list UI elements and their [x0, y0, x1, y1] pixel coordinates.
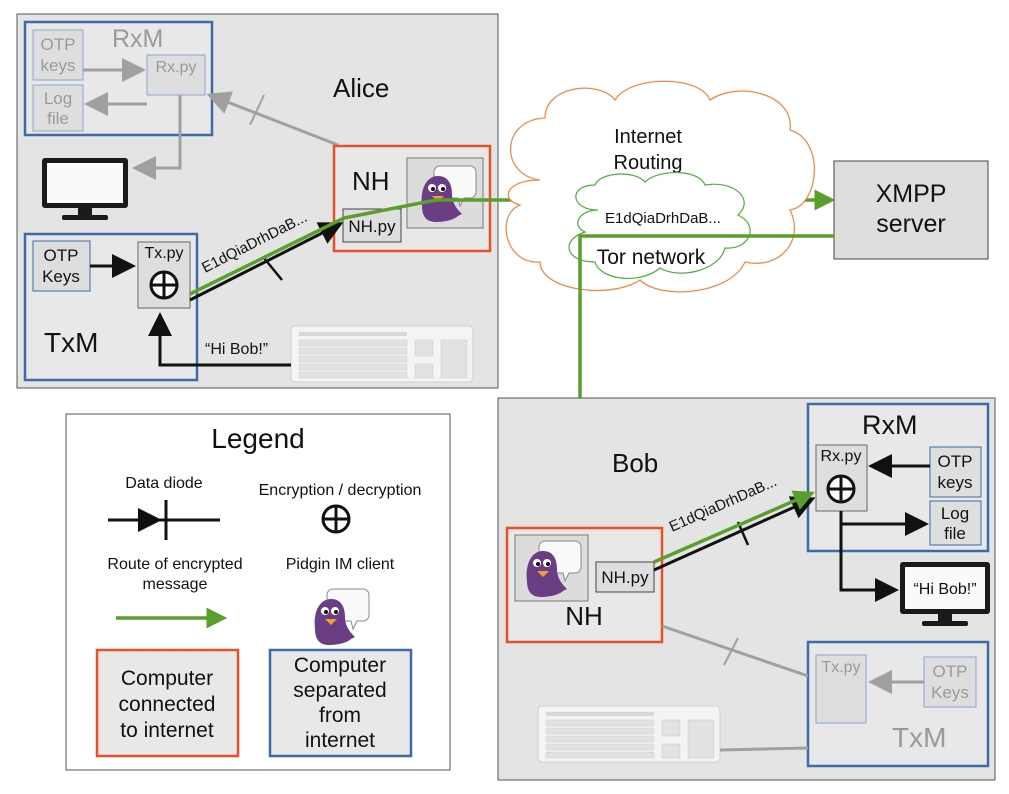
alice-rx-py [146, 54, 206, 96]
alice-nh-py-label: NH.py [348, 217, 396, 236]
bob-log-file-l2: file [944, 524, 966, 543]
legend-separated-l2: separated [293, 679, 386, 702]
alice-label: Alice [333, 73, 389, 103]
bob-log-file [929, 500, 982, 546]
bob-rx-py-label: Rx.py [821, 448, 862, 465]
alice-txm-label: TxM [44, 327, 98, 358]
alice-rxm-otp-keys-l2: keys [41, 56, 76, 75]
bob-nh-py-label: NH.py [601, 568, 649, 587]
legend-connected-l1: Computer [121, 667, 213, 690]
alice-log-file-l1: Log [44, 89, 72, 108]
bob-txm-otp-keys-l2: Keys [931, 683, 969, 702]
route-bob-nh-to-rx [653, 490, 815, 564]
xmpp-label-l2: server [876, 210, 945, 238]
legend-separated-box [268, 648, 413, 758]
bob-rx-to-monitor-arrow [839, 524, 899, 602]
bob-log-file-l1: Log [941, 504, 969, 523]
legend-connected-box [95, 648, 240, 758]
alice-rx-py-label: Rx.py [156, 59, 197, 76]
xmpp-label-l1: XMPP [876, 180, 947, 208]
bob-txm-otp-keys [923, 656, 977, 708]
alice-nh-py [342, 208, 402, 243]
legend-separated-l4: internet [305, 729, 375, 752]
network-ciphertext-label: E1dQiaDrhDaB... [605, 210, 721, 227]
alice-txm-diode-bar [263, 257, 283, 281]
alice-txm-otp-keys-l2: Keys [42, 267, 80, 286]
tor-label: Tor network [597, 246, 706, 269]
alice-keyboard-to-tx-arrow [148, 312, 291, 367]
legend-separated-l3: from [319, 704, 361, 727]
bob-rxm-label: RxM [862, 410, 918, 440]
legend-route-l1: Route of encrypted [107, 556, 242, 573]
bob-keyboard-to-tx-line [719, 746, 809, 752]
internet-label-l1: Internet [614, 126, 682, 148]
alice-rxm-diode-bar [249, 94, 265, 126]
legend-route-l2: message [143, 576, 208, 593]
legend-encryption-label: Encryption / decryption [259, 482, 422, 499]
alice-rxm-label: RxM [112, 25, 163, 53]
bob-txm-label: TxM [892, 722, 946, 753]
alice-txm-otp-keys [32, 240, 91, 292]
alice-keyboard-icon [290, 325, 474, 383]
bob-txm-diode-bar [723, 637, 739, 666]
bob-rxm-otp-keys-l1: OTP [938, 452, 973, 471]
alice-tx-to-nh-arrow [189, 222, 344, 302]
alice-rxm-otp-keys [32, 29, 84, 81]
legend-title: Legend [211, 423, 304, 454]
alice-nh-label: NH [352, 166, 390, 196]
legend-data-diode-label: Data diode [125, 475, 202, 492]
bob-tx-py-label: Tx.py [821, 659, 860, 676]
bob-label: Bob [612, 448, 658, 478]
internet-label-l2: Routing [614, 152, 683, 174]
bob-keyboard-icon [537, 705, 721, 763]
alice-rxm-otp-keys-l1: OTP [41, 35, 76, 54]
bob-tx-to-nh-line [661, 624, 809, 678]
legend-connected-l2: connected [119, 693, 216, 716]
legend-connected-l3: to internet [120, 719, 214, 742]
bob-monitor-icon [900, 562, 990, 626]
alice-tx-py-label: Tx.py [144, 245, 183, 262]
xmpp-server-box [833, 160, 989, 260]
alice-nh-to-rxm-arrow [206, 91, 339, 147]
bob-rxm-otp-keys-l2: keys [938, 473, 973, 492]
alice-rx-to-monitor-arrow [132, 95, 182, 180]
bob-nh-py [595, 561, 655, 593]
legend-separated-l1: Computer [294, 654, 386, 677]
bob-nh-label: NH [565, 601, 603, 631]
bob-tx-py [815, 654, 867, 724]
bob-txm-otp-keys-l1: OTP [933, 662, 968, 681]
alice-message-label: “Hi Bob!” [205, 341, 268, 358]
bob-nh-to-rx-arrow [653, 496, 816, 572]
alice-log-file-l2: file [47, 109, 69, 128]
bob-message-label: “Hi Bob!” [913, 581, 976, 598]
alice-txm-otp-keys-l1: OTP [44, 246, 79, 265]
alice-log-file [32, 84, 84, 132]
bob-rxm-otp-keys [929, 446, 982, 498]
legend-pidgin-label: Pidgin IM client [286, 556, 395, 573]
